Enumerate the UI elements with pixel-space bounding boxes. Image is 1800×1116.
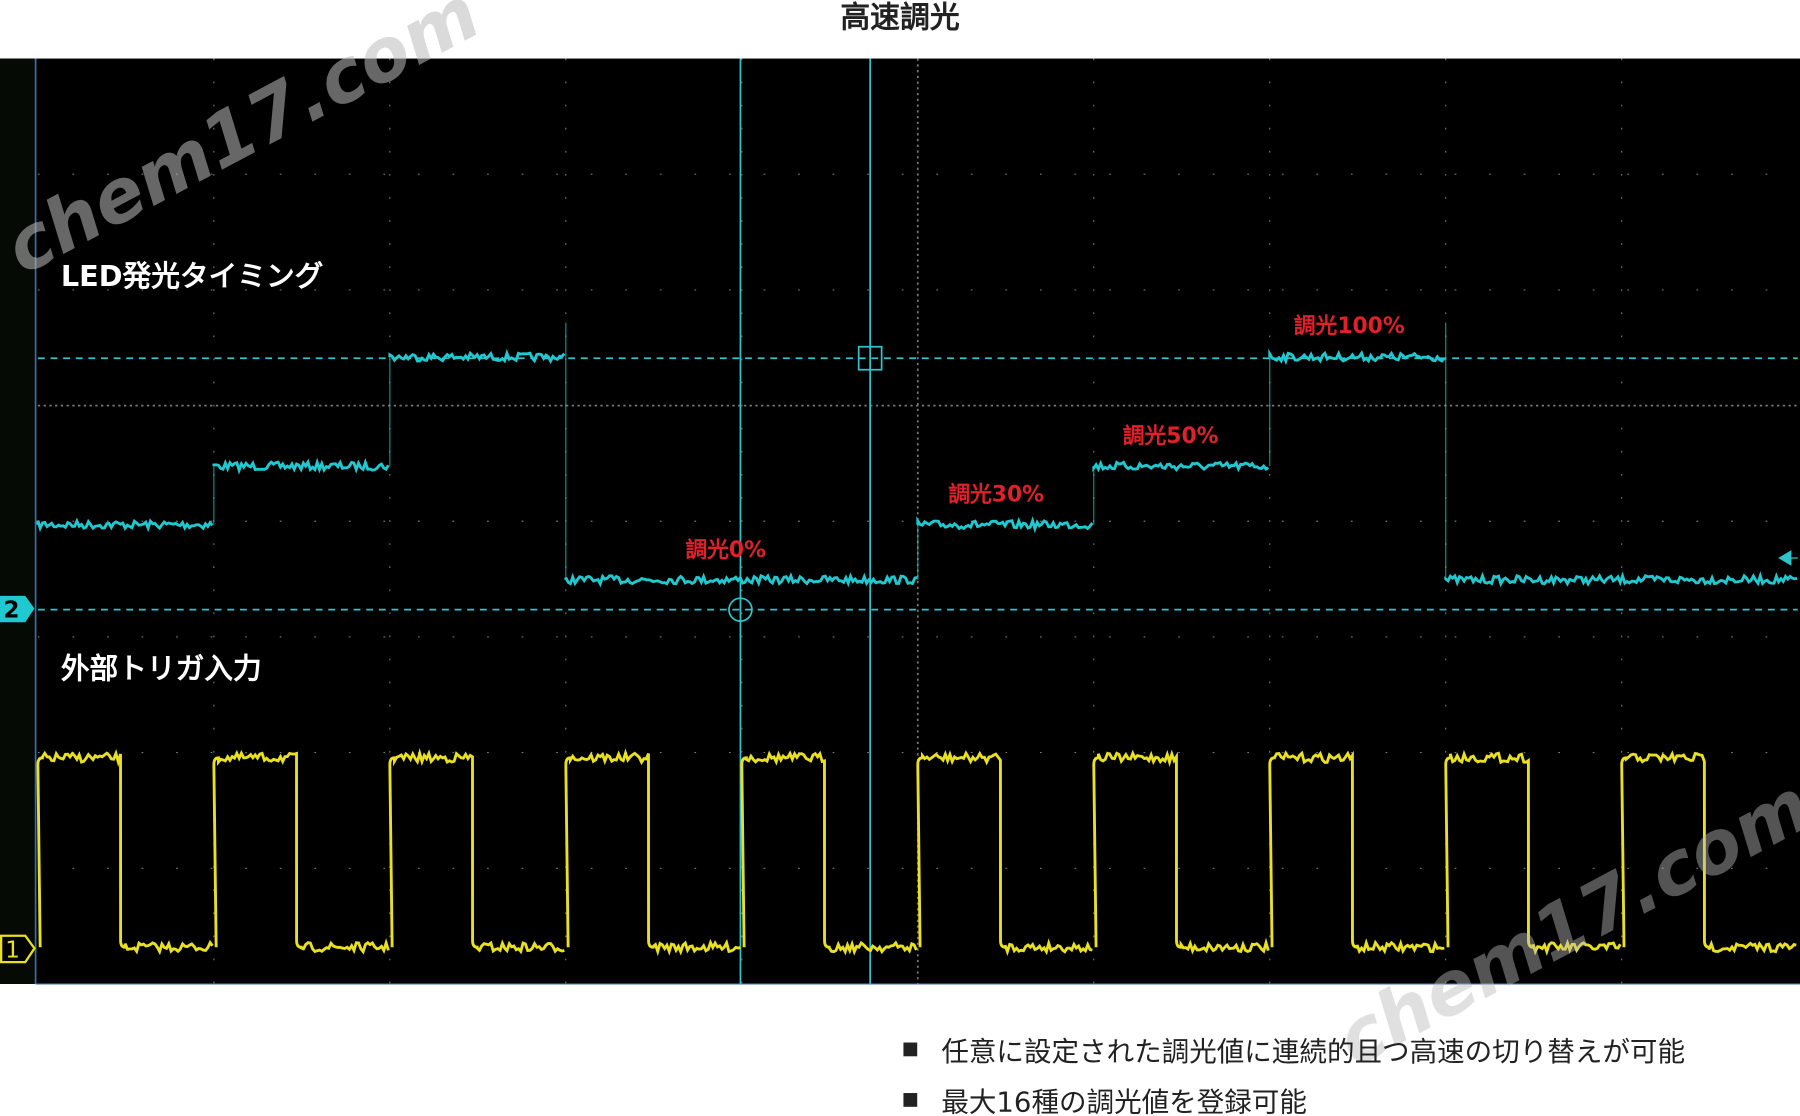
bullet-list: 任意に設定された調光値に連続的且つ高速の切り替えが可能 最大16種の調光値を登録… — [903, 1036, 1685, 1116]
bullet-icon — [903, 1042, 918, 1057]
annotation-dim-0: 調光0% — [685, 537, 766, 563]
bullet-icon — [903, 1093, 918, 1107]
bullet-text-2: 最大16種の調光値を登録可能 — [941, 1086, 1307, 1116]
cursor-circle-marker[interactable] — [728, 597, 753, 623]
annotation-dim-50: 調光50% — [1123, 423, 1219, 449]
led-level-segment — [1444, 571, 1798, 588]
traces — [36, 322, 1798, 957]
bullet-text-1: 任意に設定された調光値に連続的且つ高速の切り替えが可能 — [941, 1036, 1685, 1068]
trigger-pulse — [212, 749, 390, 955]
trigger-pulse — [740, 750, 918, 956]
annotation-dim-100: 調光100% — [1294, 313, 1405, 339]
annotation-dim-30: 調光30% — [948, 482, 1044, 508]
led-level-segment — [1092, 459, 1270, 473]
channel-2-label: 2 — [3, 598, 19, 624]
chart-title: 高速調光 — [840, 1, 959, 36]
trigger-pulse — [36, 748, 214, 956]
led-level-segment — [916, 516, 1094, 534]
led-level-segment — [212, 457, 390, 475]
cursor-square-marker[interactable] — [857, 345, 883, 371]
trigger-pulse — [388, 748, 565, 955]
channel-1-marker[interactable]: 1 — [0, 934, 36, 964]
scope-screen — [0, 58, 1800, 984]
led-level-segment — [564, 572, 918, 588]
trigger-pulse — [916, 750, 1093, 957]
channel-1-label: 1 — [5, 938, 20, 964]
trigger-pulse — [1268, 750, 1445, 955]
cursors — [37, 58, 1798, 984]
led-level-segment — [1268, 348, 1446, 366]
led-level-segment — [388, 348, 566, 365]
series-label-led: LED発光タイミング — [61, 259, 324, 293]
trigger-pulse — [1092, 749, 1270, 955]
trigger-pulse — [564, 748, 741, 957]
trigger-pulse — [1620, 750, 1797, 954]
left-strip — [0, 58, 35, 984]
series-label-trigger: 外部トリガ入力 — [61, 652, 262, 686]
trigger-pulse — [1444, 749, 1622, 957]
level-arrow-icon — [1778, 550, 1798, 566]
channel-2-marker[interactable]: 2 — [0, 595, 35, 624]
led-level-segment — [36, 517, 214, 533]
